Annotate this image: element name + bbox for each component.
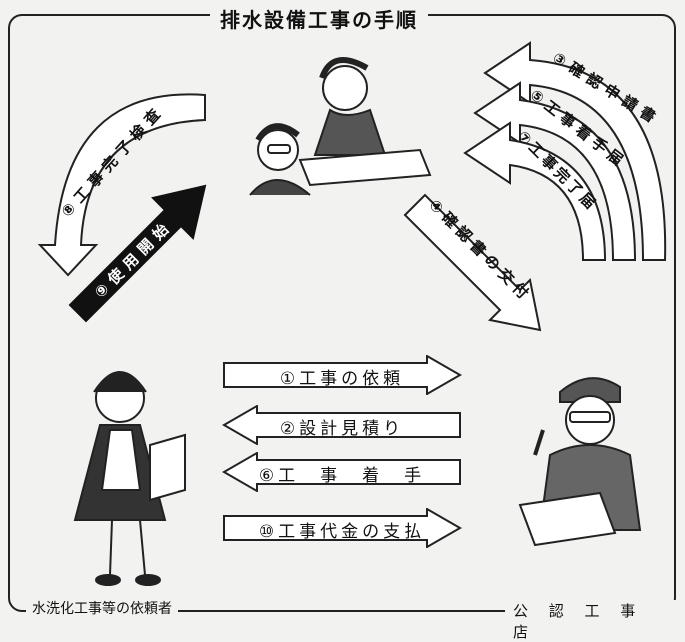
diagonal-arrow-4 — [403, 193, 542, 332]
flow-arrow-step-2: ②設計見積り — [222, 405, 462, 445]
curved-arrows-right — [463, 41, 667, 261]
step-1-label: ①工事の依頼 — [279, 369, 405, 389]
office-staff-illustration — [249, 57, 432, 196]
step-2-label: ②設計見積り — [279, 419, 405, 439]
flow-arrow-step-6: ⑥工 事 着 手 — [222, 452, 462, 492]
requester-woman-illustration — [73, 371, 186, 586]
requester-label: 水洗化工事等の依頼者 — [26, 598, 178, 618]
curved-arrow-8 — [37, 93, 206, 277]
step-10-label: ⑩工事代金の支払 — [258, 522, 426, 542]
contractor-worker-illustration — [518, 377, 642, 547]
diagram-title: 排水設備工事の手順 — [210, 4, 428, 33]
black-arrow-9 — [68, 184, 207, 323]
step-6-label: ⑥工 事 着 手 — [258, 466, 426, 486]
flow-arrow-step-10: ⑩工事代金の支払 — [222, 508, 462, 548]
illustration-layer — [37, 41, 667, 586]
flow-arrow-step-1: ①工事の依頼 — [222, 355, 462, 395]
